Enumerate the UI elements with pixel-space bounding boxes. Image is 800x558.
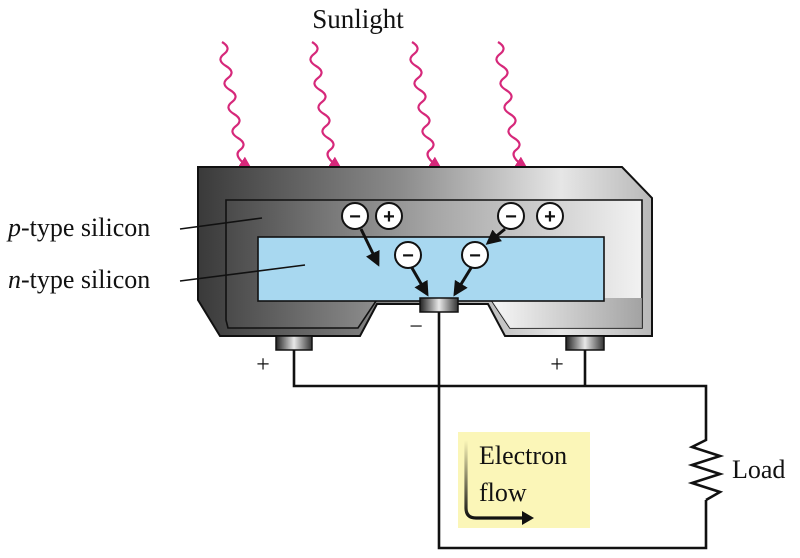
arrow-icon bbox=[410, 267, 429, 297]
charge-minus-4: − bbox=[461, 241, 489, 269]
charges: − + − + − − bbox=[341, 202, 564, 269]
right-foot-highlight bbox=[490, 298, 642, 328]
center-terminal bbox=[419, 297, 459, 313]
ray-2-icon bbox=[309, 41, 343, 170]
svg-text:+: + bbox=[383, 206, 395, 228]
sunlight-rays bbox=[219, 41, 529, 170]
electron-flow-label-1: Electron bbox=[479, 441, 567, 470]
terminals: + − + bbox=[256, 297, 605, 378]
svg-text:−: − bbox=[349, 206, 361, 228]
center-terminal-sign: − bbox=[409, 314, 423, 340]
n-type-leader bbox=[179, 264, 306, 282]
charge-plus-1: + bbox=[375, 202, 403, 230]
charge-minus-2: − bbox=[497, 202, 525, 230]
ray-1-icon bbox=[219, 41, 253, 170]
wire-positive bbox=[292, 350, 708, 432]
arrow-icon bbox=[359, 228, 380, 267]
charge-minus-1: − bbox=[341, 202, 369, 230]
charge-arrows bbox=[359, 227, 506, 297]
p-type-label: p-type silicon bbox=[6, 213, 150, 242]
arrow-icon bbox=[485, 227, 506, 245]
charge-plus-2: + bbox=[536, 202, 564, 230]
flow-arrow-icon bbox=[464, 440, 526, 520]
layer-labels: p-type silicon n-type silicon bbox=[6, 213, 306, 294]
load-label: Load bbox=[732, 455, 785, 484]
svg-text:−: − bbox=[402, 245, 414, 267]
wire-return bbox=[437, 312, 708, 550]
p-type-leader bbox=[179, 217, 263, 230]
svg-text:+: + bbox=[544, 206, 556, 228]
electron-flow-label-2: flow bbox=[479, 478, 527, 507]
n-type-layer bbox=[257, 236, 605, 302]
ray-4-icon bbox=[495, 41, 529, 170]
svg-text:−: − bbox=[469, 245, 481, 267]
arrow-icon bbox=[453, 267, 473, 297]
n-type-label: n-type silicon bbox=[8, 265, 150, 294]
left-terminal bbox=[275, 335, 313, 351]
right-terminal bbox=[565, 335, 605, 351]
ray-3-icon bbox=[409, 41, 443, 170]
sunlight-label: Sunlight bbox=[312, 4, 404, 34]
charge-minus-3: − bbox=[394, 241, 422, 269]
right-terminal-sign: + bbox=[550, 352, 564, 378]
load-icon bbox=[687, 432, 725, 502]
left-terminal-sign: + bbox=[256, 352, 270, 378]
electron-flow-box: Electron flow bbox=[458, 432, 590, 528]
circuit-wires bbox=[292, 312, 725, 550]
svg-text:−: − bbox=[505, 206, 517, 228]
